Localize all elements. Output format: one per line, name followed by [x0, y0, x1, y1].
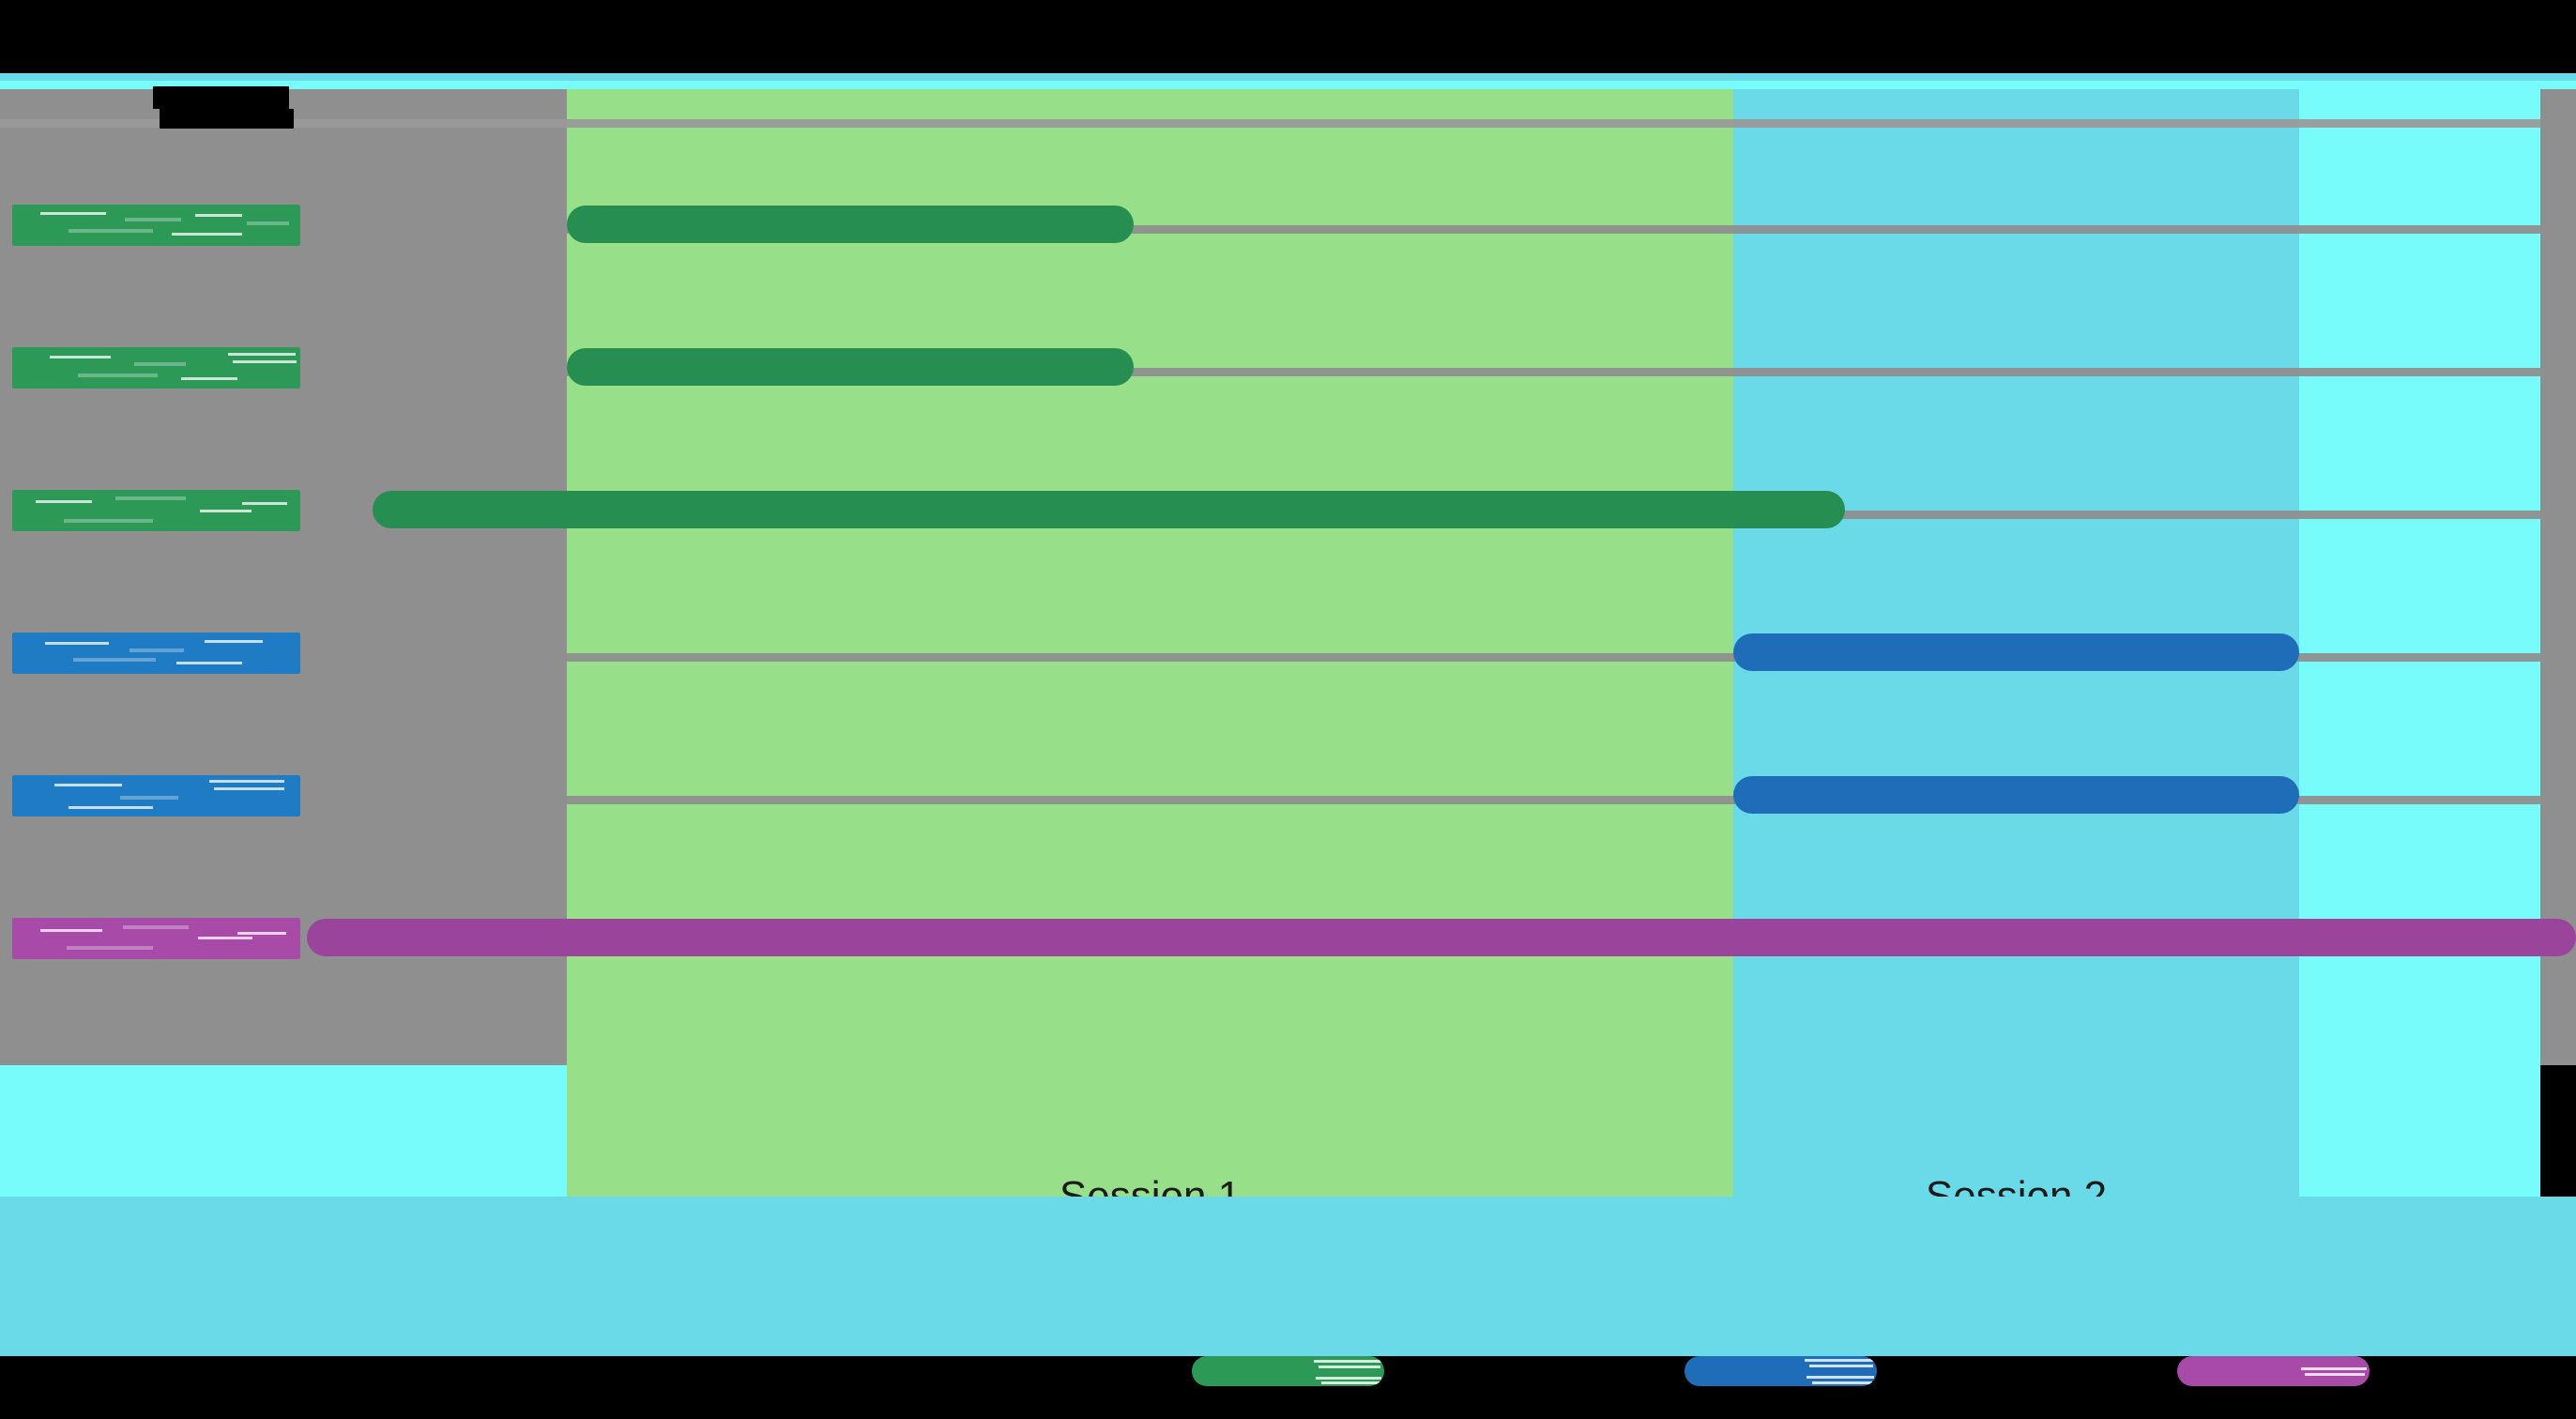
row-label-2	[12, 490, 300, 531]
session-band-3	[2299, 89, 2540, 1197]
legend-swatch-dataset-a[interactable]	[1192, 1356, 1384, 1386]
gantt-bar-row-1[interactable]	[567, 348, 1134, 386]
gantt-plot-area: Session 1 Session 2	[0, 86, 2576, 1219]
top-rule-inner	[0, 81, 2576, 89]
axis-bottom-strip	[0, 1065, 567, 1197]
figure-title-redacted-2	[160, 109, 294, 129]
row-label-4	[12, 775, 300, 816]
figure-title-redacted	[153, 86, 289, 109]
row-label-0	[12, 205, 300, 246]
legend-swatch-dataset-b[interactable]	[1684, 1356, 1877, 1386]
plot-right-margin	[2540, 89, 2576, 1065]
legend	[0, 1356, 2576, 1419]
row-label-3	[12, 633, 300, 674]
footer-band	[0, 1197, 2576, 1356]
row-label-5	[12, 918, 300, 959]
gridline-4	[0, 653, 2540, 662]
gridline-5	[0, 796, 2540, 804]
gridline-2	[0, 368, 2540, 376]
gridline-1	[0, 225, 2540, 234]
legend-swatch-dataset-c[interactable]	[2177, 1356, 2370, 1386]
gantt-bar-row-3[interactable]	[1733, 633, 2299, 671]
gridline-0	[0, 119, 2540, 128]
gantt-bar-row-2[interactable]	[373, 491, 1845, 528]
top-rule-outer	[0, 73, 2576, 81]
session-band-1	[567, 89, 1733, 1197]
gantt-bar-row-5[interactable]	[307, 919, 2576, 956]
row-label-1	[12, 347, 300, 389]
gantt-bar-row-0[interactable]	[567, 206, 1134, 243]
gantt-bar-row-4[interactable]	[1733, 776, 2299, 814]
